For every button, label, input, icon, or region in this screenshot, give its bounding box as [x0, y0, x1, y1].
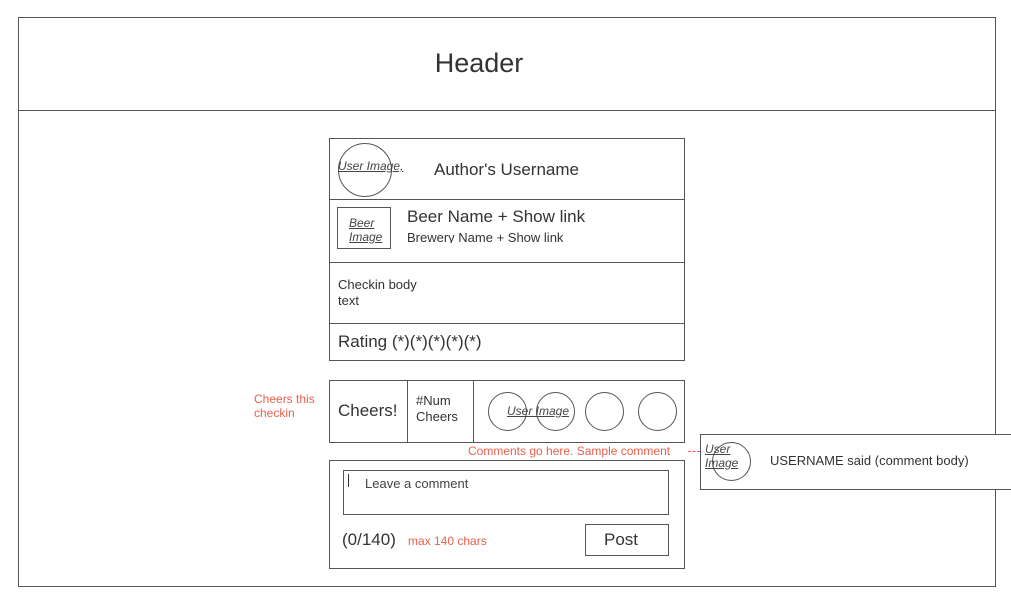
- comment-text: USERNAME said (comment body): [770, 453, 969, 467]
- commenter-avatar[interactable]: [712, 442, 751, 481]
- beer-name-link[interactable]: Beer Name + Show link: [407, 207, 586, 226]
- max-chars-note: max 140 chars: [408, 534, 487, 548]
- cheers-divider: [473, 380, 474, 443]
- comments-annotation: Comments go here. Sample comment: [468, 444, 671, 458]
- card-divider: [329, 262, 685, 263]
- cheers-button[interactable]: Cheers!: [338, 401, 398, 420]
- commenter-avatar-label: Image: [705, 456, 739, 470]
- cheers-annotation: checkin: [254, 406, 295, 420]
- sample-comment: [700, 434, 1011, 490]
- header-divider: [18, 110, 996, 111]
- cheerer-avatar[interactable]: [536, 392, 575, 431]
- beer-image-label: Beer: [349, 216, 375, 230]
- cheers-annotation: Cheers this: [254, 392, 315, 406]
- author-avatar-label: User Image,: [338, 159, 404, 173]
- text-cursor: [348, 474, 349, 487]
- rating-stars[interactable]: Rating (*)(*)(*)(*)(*): [338, 332, 482, 351]
- cheers-count: Cheers: [416, 409, 458, 424]
- beer-image[interactable]: [337, 207, 391, 249]
- brewery-name-link[interactable]: Brewery Name + Show link: [407, 230, 564, 243]
- checkin-body: text: [338, 293, 359, 308]
- cheers-divider: [407, 380, 408, 443]
- card-divider: [329, 323, 685, 324]
- page-header-title: Header: [434, 48, 524, 78]
- cheers-count: #Num: [416, 393, 451, 408]
- comment-placeholder: Leave a comment: [365, 476, 469, 491]
- comment-input[interactable]: [343, 470, 669, 515]
- post-button[interactable]: [585, 524, 669, 556]
- char-count: (0/140): [342, 530, 396, 549]
- commenter-avatar-label: User: [705, 442, 731, 456]
- checkin-body: Checkin body: [338, 277, 417, 292]
- cheerer-avatar-label: User Image: [507, 404, 570, 418]
- post-button-label: Post: [604, 530, 639, 549]
- author-avatar[interactable]: [338, 143, 392, 197]
- author-username[interactable]: Author's Username: [434, 160, 579, 179]
- cheerer-avatar[interactable]: [585, 392, 624, 431]
- cheerer-avatar[interactable]: [488, 392, 527, 431]
- beer-image-label: Image: [349, 230, 383, 244]
- card-divider: [329, 199, 685, 200]
- annotation-connector: [688, 451, 700, 452]
- cheerer-avatar[interactable]: [638, 392, 677, 431]
